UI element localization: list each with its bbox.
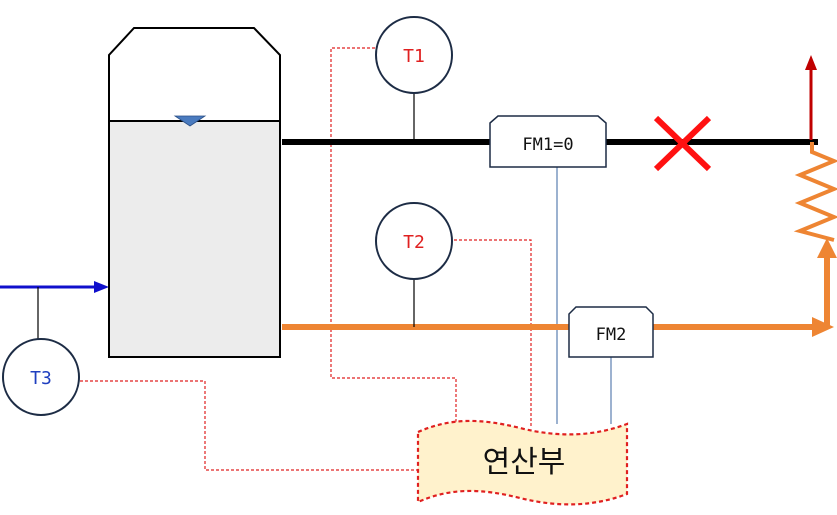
t1-sensor: T1 xyxy=(375,16,453,94)
fm2-label: FM2 xyxy=(596,325,627,345)
lower-pipe-arrow-icon xyxy=(812,317,834,337)
tank xyxy=(108,27,281,358)
meter-signal-lines xyxy=(556,167,612,424)
fm2-meter: FM2 xyxy=(568,306,654,358)
t1-circle xyxy=(375,16,453,94)
calc-unit-banner xyxy=(416,419,629,506)
t3-signal-line xyxy=(80,380,420,471)
t2-circle xyxy=(375,202,453,280)
t2-signal-line xyxy=(454,239,532,428)
inlet-arrow-icon xyxy=(94,281,109,293)
t1-label: T1 xyxy=(403,46,425,67)
cross-mark-icon xyxy=(653,115,712,172)
t3-circle xyxy=(2,338,80,416)
calc-unit: 연산부 xyxy=(416,419,629,506)
t3-label: T3 xyxy=(30,368,52,389)
fm1-label: FM1=0 xyxy=(522,135,573,155)
tank-outline xyxy=(108,27,281,358)
tank-liquid xyxy=(109,121,280,357)
outlet-arrow-icon xyxy=(805,55,817,70)
t3-sensor: T3 xyxy=(2,338,80,416)
fm2-box xyxy=(568,306,654,358)
t2-label: T2 xyxy=(403,232,425,253)
fm1-box xyxy=(489,115,607,168)
zigzag-coil-icon xyxy=(793,142,837,242)
t2-sensor: T2 xyxy=(375,202,453,280)
riser-arrow-icon xyxy=(817,238,837,258)
sensor-stems xyxy=(37,94,415,340)
calc-unit-label: 연산부 xyxy=(483,445,566,480)
liquid-level-triangle-icon xyxy=(173,115,207,127)
signal-lines xyxy=(80,47,532,471)
fm1-meter: FM1=0 xyxy=(489,115,607,168)
